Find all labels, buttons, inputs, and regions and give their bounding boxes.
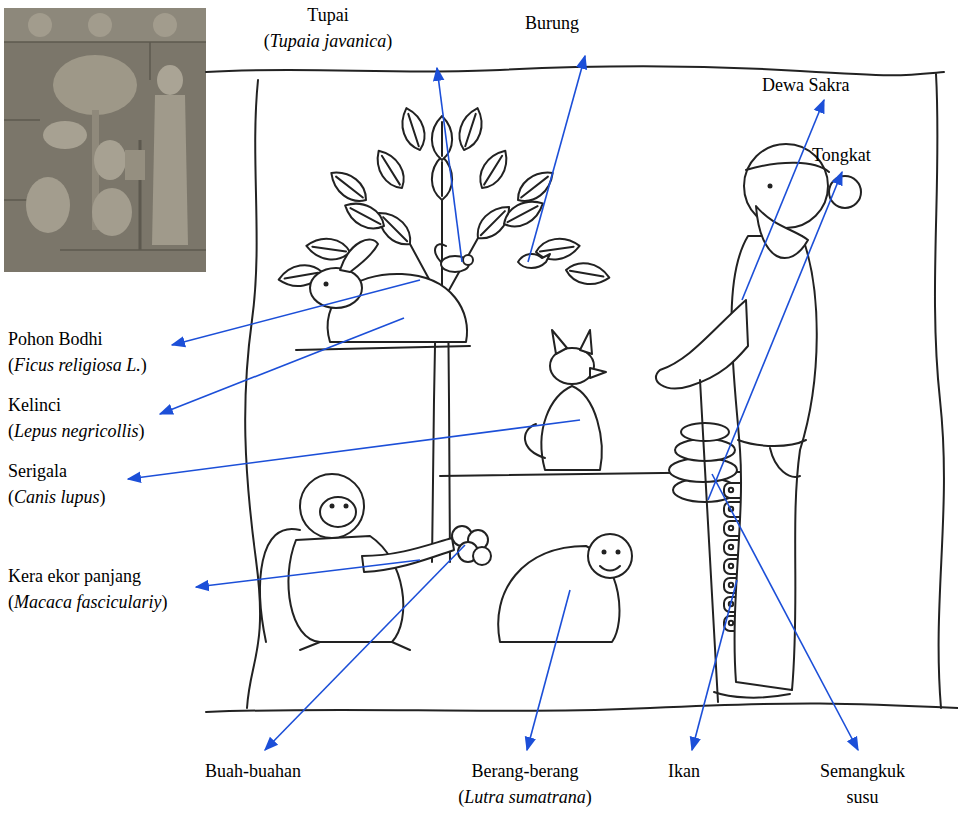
leader-arrows	[128, 56, 858, 750]
part-label: Semangkuk susu	[805, 758, 920, 810]
bird	[518, 254, 550, 268]
part-label: Buah-buahan	[205, 758, 301, 784]
part-label: Tupai (Tupaia javanica)	[253, 2, 403, 54]
otter	[498, 534, 632, 642]
part-label: Kera ekor panjang (Macaca fasciculariy)	[8, 563, 167, 615]
relief-frame	[206, 66, 958, 712]
part-label: Berang-berang (Lutra sumatrana)	[440, 758, 610, 810]
sakra-figure	[656, 144, 861, 702]
part-label: Tongkat	[812, 142, 871, 168]
part-label: Kelinci (Lepus negricollis)	[8, 392, 145, 444]
bodhi-tree	[277, 105, 611, 562]
part-label: Pohon Bodhi (Ficus religiosa L.)	[8, 326, 147, 378]
part-label: Burung	[525, 10, 579, 36]
part-label: Serigala (Canis lupus)	[8, 458, 106, 510]
fruits	[452, 526, 491, 565]
relief-photo	[4, 8, 206, 272]
monkey	[260, 474, 454, 650]
part-label: Ikan	[668, 758, 700, 784]
squirrel	[435, 244, 473, 272]
part-label: Dewa Sakra	[762, 72, 849, 98]
rabbit	[296, 240, 470, 350]
